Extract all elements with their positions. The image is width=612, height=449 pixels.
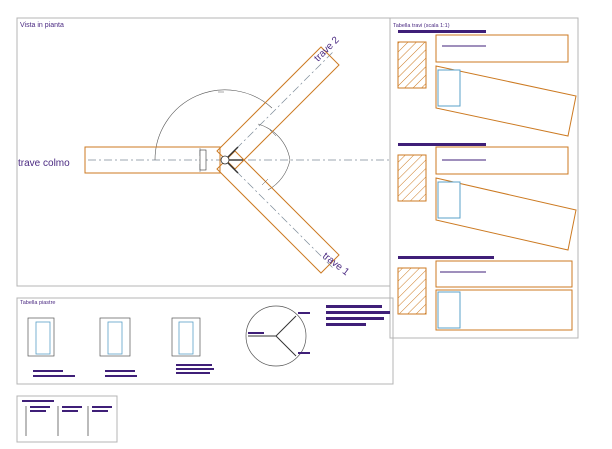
beam-row-3 [397,256,573,331]
plan-view-panel: Vista in pianta [16,17,396,287]
plate-icon [437,181,461,219]
hub-plan-icon [245,305,310,367]
beam-row-2 [397,143,577,251]
plan-view-title: Vista in pianta [20,22,64,29]
mini-plate-2 [57,406,82,436]
beam-row-1 [397,30,577,137]
mini-plate-3 [87,406,112,436]
beam-1 [216,150,340,274]
hatch-section-icon [397,41,427,89]
hatch-section-icon [397,267,427,315]
hatch-section-icon [397,154,427,202]
redacted-bar [398,256,494,259]
beam-2-label: trave 2 [312,34,342,64]
angle-arc-large [154,89,273,161]
plates-table-panel: Tabella piastre [16,297,394,385]
plates-legend [326,305,390,326]
redacted-bar [398,143,486,146]
angle-arc-upper [257,123,291,161]
beam-1-label: trave 1 [320,251,351,279]
ridge-beam [84,146,221,174]
plate-icon [437,69,461,107]
plates-table-title: Tabella piastre [20,300,55,306]
dimension-ticks [218,91,393,186]
redacted-bar [398,30,486,33]
connector-hub-icon [199,146,243,174]
plate-drawing-1 [27,317,75,377]
angle-arc-lower [267,159,291,191]
plate-drawing-2 [99,317,137,377]
beams-table-title: Tabella travi (scala 1:1) [393,23,450,29]
plate-drawing-3 [171,317,214,374]
ridge-beam-label: trave colmo [18,158,70,169]
mini-plate-1 [25,406,50,436]
plate-icon [437,291,461,329]
beam-2 [216,46,340,170]
mini-detail-panel [16,395,118,443]
beams-table-panel: Tabella travi (scala 1:1) [389,17,579,339]
